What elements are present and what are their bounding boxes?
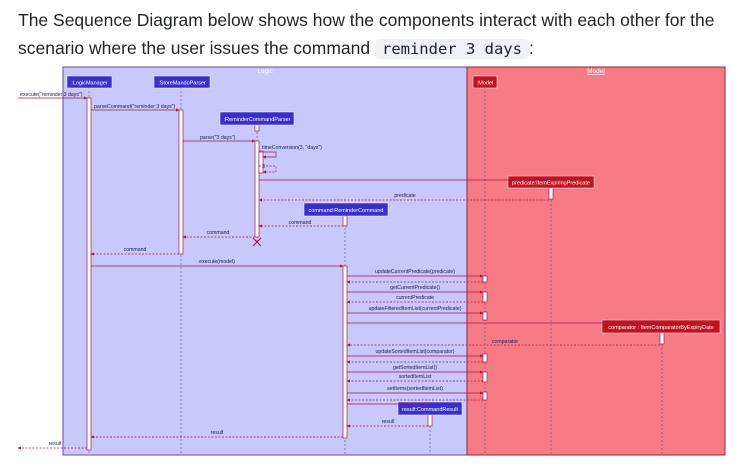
message-label: execute("reminder 3 days") (20, 92, 83, 98)
participant-box-result (397, 401, 463, 416)
message-label: command (289, 220, 312, 226)
message-label: sortedItemList (399, 374, 432, 380)
participant-box-logicmanager (66, 75, 113, 89)
message-label: currentPredicate (396, 295, 434, 301)
activation-comparator (659, 331, 665, 345)
message-label: result (382, 419, 395, 425)
participant-remindercommandparser: :ReminderCommandParser (224, 117, 291, 123)
logic-frame-label: Logic (257, 68, 273, 75)
destroy-mark (252, 237, 262, 247)
logic-frame (62, 66, 468, 456)
participant-box-remindercommand (303, 202, 389, 217)
activation-model-5 (482, 371, 488, 383)
message-label: command (124, 247, 147, 253)
message-label: parse("3 days") (200, 135, 236, 141)
activation-parser-create (254, 124, 260, 132)
message-arrow (259, 151, 277, 159)
message-label: result (211, 430, 224, 436)
activation-predicate (548, 187, 554, 200)
message-label: getCurrentPredicate() (390, 285, 440, 291)
message-label: updateFilteredItemList(currentPredicate) (369, 306, 462, 312)
message-label: comparator (492, 339, 519, 345)
message-label: setItems(sortedItemList) (387, 386, 443, 392)
participant-box-predicate (507, 175, 595, 189)
message-label: getSortedItemList() (393, 365, 437, 371)
participant-box-remindercommandparser (219, 111, 295, 126)
participant-predicate: predicate:ItemExpiringPredicate (512, 181, 590, 187)
intro-text: The Sequence Diagram below shows how the… (18, 10, 715, 58)
command-code: reminder 3 days (374, 39, 529, 59)
activation-model-6 (482, 391, 488, 401)
message-label: updateSortedItemList(comparator) (375, 349, 454, 355)
activation-command-execute (342, 265, 348, 439)
activation-result (427, 413, 433, 427)
participant-logicmanager: :LogicManager (71, 81, 108, 87)
message-label: parseCommand("reminder 3 days") (94, 104, 176, 110)
participant-box-model (472, 75, 498, 89)
intro-paragraph: The Sequence Diagram below shows how the… (18, 6, 748, 63)
message-label: predicate (394, 193, 415, 199)
participant-result: result:CommandResult (402, 407, 458, 413)
message-label: result (49, 441, 62, 447)
activation-parser-parse (254, 140, 260, 238)
message-label: 3 (262, 164, 265, 170)
participant-box-storemandoparser (153, 75, 211, 89)
activation-storemandoparser (178, 109, 184, 255)
message-label: command (207, 230, 230, 236)
model-frame (466, 66, 726, 456)
participant-model: :Model (477, 81, 494, 87)
model-frame-label: Model (587, 68, 605, 75)
participant-remindercommand: command:ReminderCommand (309, 208, 384, 214)
activation-command-create (342, 215, 348, 227)
intro-text-end: : (528, 38, 534, 58)
activation-model-4 (482, 353, 488, 363)
activation-logicmanager (86, 97, 92, 451)
activation-parser-self (258, 150, 264, 174)
participant-comparator: comparator : ItemComparatorByExpiryDate (608, 325, 713, 331)
return-arrow (259, 165, 277, 174)
activation-model-2 (482, 291, 488, 303)
message-label: updateCurrentPredicate(predicate) (375, 269, 455, 275)
message-label: timeConversion(3, "days") (262, 145, 322, 151)
message-label: execute(model) (199, 259, 235, 265)
participant-storemandoparser: :StoreMandoParser (158, 81, 206, 87)
activation-model-3 (482, 311, 488, 321)
activation-model-1 (482, 275, 488, 283)
